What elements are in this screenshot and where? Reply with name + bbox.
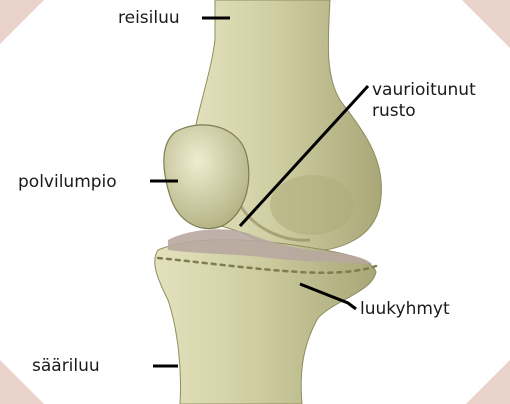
corner-accent-top-right bbox=[462, 0, 510, 48]
label-tibia: sääriluu bbox=[32, 356, 100, 376]
label-patella: polvilumpio bbox=[18, 172, 117, 192]
femur-condyle-texture bbox=[270, 175, 354, 235]
label-osteophytes: luukyhmyt bbox=[360, 299, 450, 319]
patella-bone bbox=[164, 125, 249, 229]
label-damaged-cartilage-line1: vaurioitunut bbox=[372, 80, 476, 100]
label-damaged-cartilage-line2: rusto bbox=[372, 101, 416, 121]
tibia-bone bbox=[155, 240, 376, 404]
label-femur: reisiluu bbox=[118, 8, 180, 28]
corner-accent-top-left bbox=[0, 0, 44, 44]
corner-accent-bottom-right bbox=[466, 360, 510, 404]
